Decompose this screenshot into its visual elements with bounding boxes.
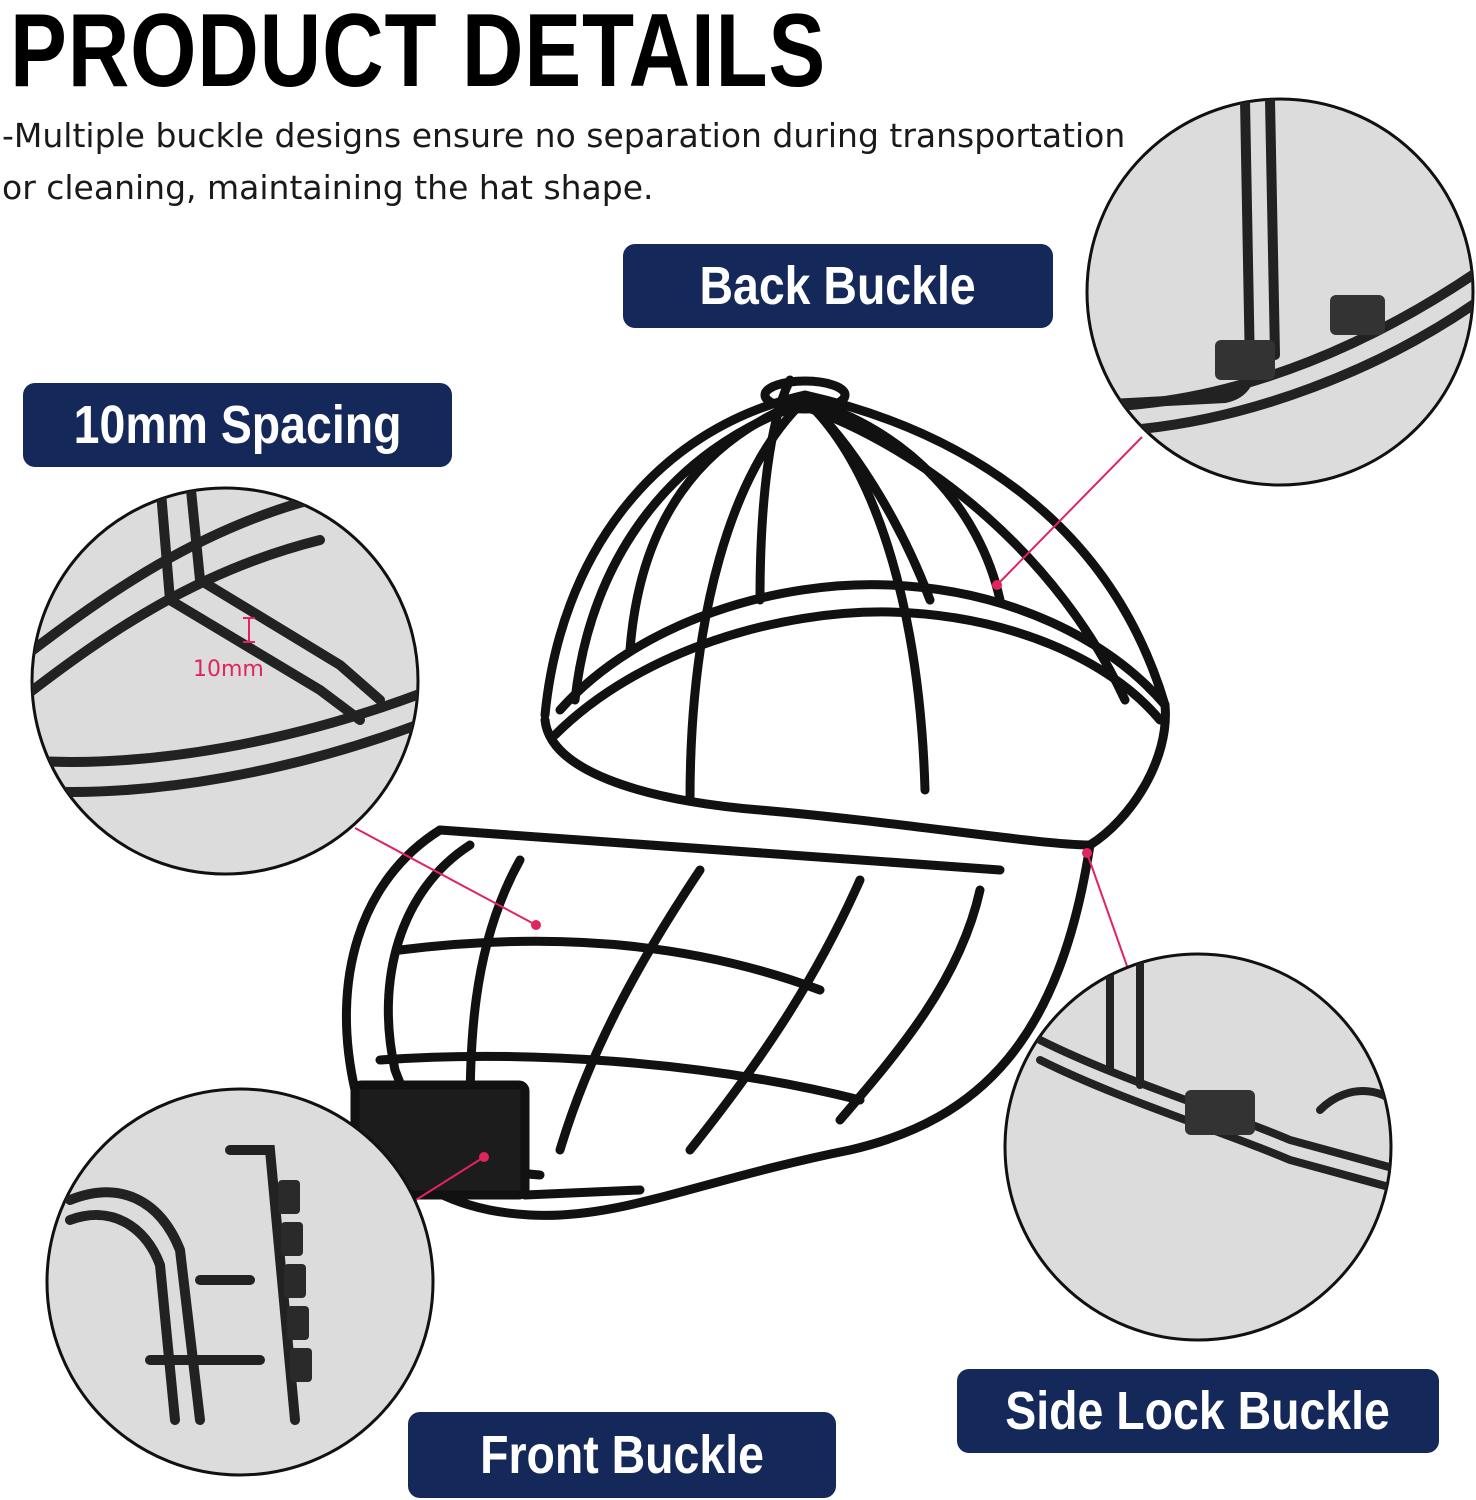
description-line-1: -Multiple buckle designs ensure no separ… xyxy=(2,116,1126,155)
product-description: -Multiple buckle designs ensure no separ… xyxy=(2,110,1125,214)
side-lock-buckle-badge: Side Lock Buckle xyxy=(957,1369,1439,1453)
description-line-2: or cleaning, maintaining the hat shape. xyxy=(2,168,654,207)
front-buckle-label: Front Buckle xyxy=(480,1425,764,1485)
back-buckle-detail-circle xyxy=(1085,97,1475,487)
spacing-badge: 10mm Spacing xyxy=(23,383,452,467)
front-buckle-badge: Front Buckle xyxy=(408,1412,836,1498)
page-title: PRODUCT DETAILS xyxy=(10,0,827,109)
side-lock-buckle-label: Side Lock Buckle xyxy=(1005,1381,1391,1441)
side-lock-detail-circle xyxy=(1003,952,1393,1342)
hat-cage-frame xyxy=(341,375,1170,1220)
spacing-label: 10mm Spacing xyxy=(73,395,402,455)
back-buckle-badge: Back Buckle xyxy=(623,244,1053,328)
pointer-lines xyxy=(354,436,1143,1206)
spacing-detail-circle xyxy=(30,486,420,876)
front-buckle-detail-circle xyxy=(45,1087,435,1477)
spacing-measure-label: 10mm xyxy=(193,657,264,682)
back-buckle-label: Back Buckle xyxy=(699,256,977,316)
